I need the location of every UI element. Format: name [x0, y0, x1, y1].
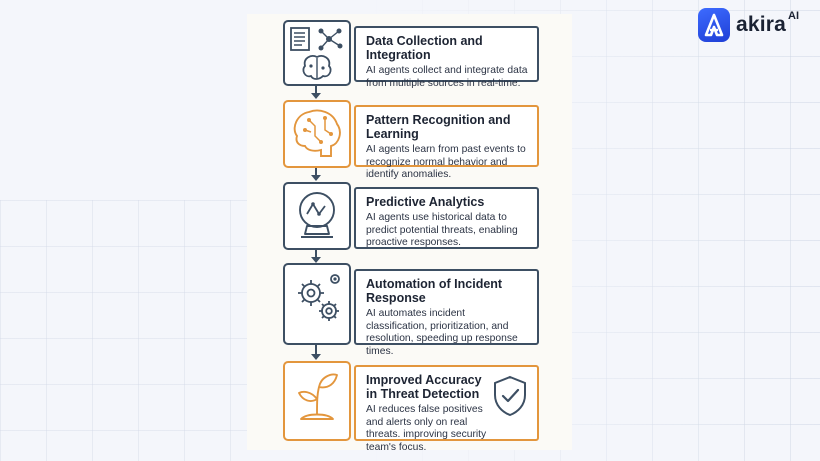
step-5-description: AI reduces false positives and alerts on…	[366, 404, 487, 453]
step-1-card: Data Collection and Integration AI agent…	[354, 26, 539, 89]
brand-logo: akira AI	[698, 8, 799, 42]
arrow-2-3	[311, 168, 321, 181]
step-5-title: Improved Accuracy in Threat Detection	[366, 373, 482, 401]
step-4-title: Automation of Incident Response	[366, 277, 503, 305]
step-3-title: Predictive Analytics	[366, 195, 485, 209]
step-5-icon-box	[283, 361, 351, 441]
crystal-ball-icon	[299, 192, 335, 238]
step-2-title: Pattern Recognition and Learning	[366, 113, 511, 141]
step-3-description: AI agents use historical data to predict…	[366, 212, 518, 249]
background-grid-left	[0, 200, 260, 461]
step-4-card: Automation of Incident Response AI autom…	[354, 269, 539, 357]
step-3-card: Predictive Analytics AI agents use histo…	[354, 187, 539, 249]
step-2-icon-box	[283, 100, 351, 168]
step-3-icon-box	[283, 182, 351, 250]
step-4-description: AI automates incident classification, pr…	[366, 308, 518, 357]
brand-name: akira	[736, 13, 787, 36]
arrow-4-5	[311, 345, 321, 360]
step-5-card: Improved Accuracy in Threat Detection AI…	[354, 365, 539, 453]
step-4-icon-box	[283, 263, 351, 345]
circuit-brain-icon	[293, 109, 341, 157]
step-1-icon-box	[283, 20, 351, 86]
sprout-icon	[298, 373, 338, 420]
shield-check-icon	[494, 375, 526, 417]
step-1-description: AI agents collect and integrate data fro…	[366, 65, 528, 89]
brand-superscript: AI	[788, 10, 800, 22]
gears-icon	[298, 274, 340, 321]
arrow-3-4	[311, 250, 321, 263]
step-2-description: AI agents learn from past events to reco…	[366, 144, 526, 181]
akira-logo-icon	[698, 8, 730, 42]
arrow-1-2	[311, 86, 321, 99]
step-2-card: Pattern Recognition and Learning AI agen…	[354, 105, 539, 180]
document-network-brain-icon	[290, 27, 343, 80]
step-1-title: Data Collection and Integration	[366, 34, 483, 62]
